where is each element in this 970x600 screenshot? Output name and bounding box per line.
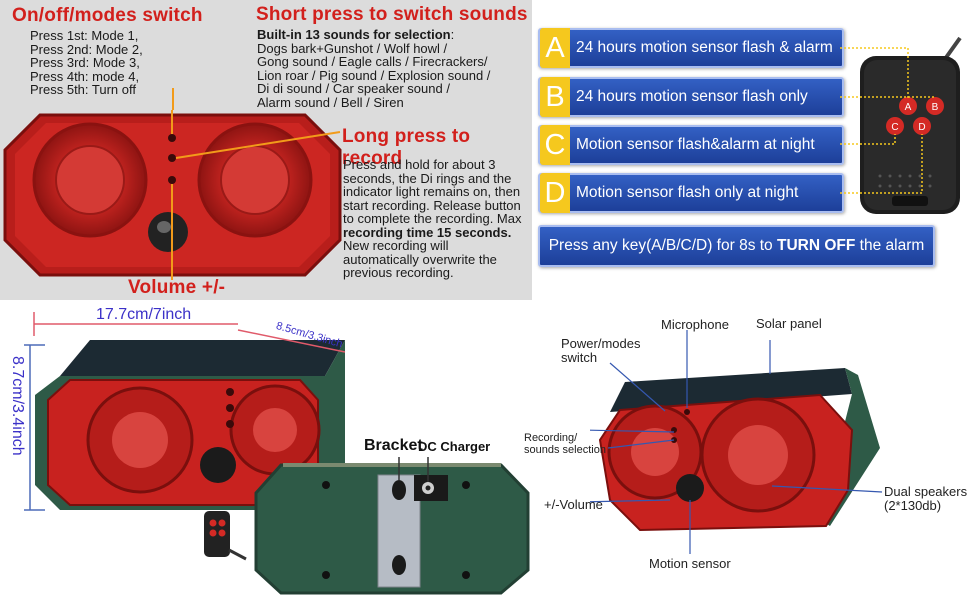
- long-press-title: Long press to record: [342, 126, 471, 169]
- mode-bar-a: A 24 hours motion sensor flash & alarm: [538, 28, 844, 68]
- power-switch-label: Power/modes switch: [561, 337, 640, 365]
- mode-text: Motion sensor flash only at night: [576, 184, 799, 201]
- remote-button-c: C: [891, 122, 898, 133]
- record-line: Press and hold for about 3: [343, 157, 496, 172]
- callout-line: Power/modes: [561, 336, 641, 351]
- overwrite-line: New recording will: [343, 238, 449, 253]
- sounds-line: Alarm sound / Bell / Siren: [257, 94, 404, 110]
- remote-button-b: B: [932, 102, 939, 113]
- record-line: start recording. Release button: [343, 197, 521, 213]
- callout-line: sounds selection: [524, 444, 606, 456]
- height-label: 8.7cm/3.4inch: [9, 356, 26, 456]
- turn-off-suffix: the alarm: [855, 237, 925, 254]
- sounds-list: Built-in 13 sounds for selection: Dogs b…: [257, 28, 490, 109]
- builtin-colon: :: [450, 27, 455, 42]
- width-label: 17.7cm/7inch: [96, 306, 192, 323]
- mode-bar-d: D Motion sensor flash only at night: [538, 173, 844, 213]
- overwrite-line: previous recording.: [343, 265, 454, 280]
- turn-off-prefix: Press any key(A/B/C/D) for 8s to: [548, 237, 777, 254]
- press-item: Press 3rd: Mode 3,: [30, 55, 140, 70]
- mode-bar-b: B 24 hours motion sensor flash only: [538, 77, 844, 117]
- solar-panel-label: Solar panel: [756, 316, 822, 331]
- bracket-label: Bracket: [364, 437, 423, 454]
- motion-sensor-label: Motion sensor: [649, 556, 731, 571]
- remote-button-d: D: [918, 122, 925, 133]
- callout-line: Recording/: [524, 432, 578, 444]
- volume-label: Volume +/-: [128, 277, 226, 298]
- callout-line: Dual speakers: [884, 484, 968, 499]
- device-back-image: [204, 457, 530, 595]
- record-line: indicator light remains on, then: [343, 184, 521, 199]
- device-dimensions-image: [24, 312, 346, 511]
- turn-off-bar: Press any key(A/B/C/D) for 8s to TURN OF…: [538, 225, 935, 267]
- remote-button-a: A: [905, 102, 912, 113]
- sounds-line: Lion roar / Pig sound / Explosion sound …: [257, 67, 491, 83]
- switch-title: On/off/modes switch: [12, 5, 203, 26]
- controls-panel: On/off/modes switch Press 1st: Mode 1, P…: [0, 0, 532, 300]
- mode-letter: A: [540, 28, 570, 68]
- remote-control-image: A B C D: [840, 36, 962, 214]
- record-line: seconds, the Di rings and the: [343, 170, 512, 186]
- mode-text: 24 hours motion sensor flash & alarm: [576, 39, 833, 56]
- sounds-line: Dogs bark+Gunshot / Wolf howl /: [257, 40, 448, 56]
- record-instructions: Press and hold for about 3 seconds, the …: [343, 158, 521, 280]
- mode-letter: D: [540, 173, 570, 213]
- short-press-title: Short press to switch sounds: [256, 4, 528, 25]
- builtin-title: Built-in 13 sounds for selection: [257, 27, 451, 42]
- switch-pointer-line: [172, 88, 174, 110]
- device-front-image: [3, 110, 342, 280]
- mode-text: 24 hours motion sensor flash only: [576, 88, 808, 105]
- press-list: Press 1st: Mode 1, Press 2nd: Mode 2, Pr…: [30, 29, 143, 97]
- callout-line: switch: [561, 350, 598, 365]
- overwrite-line: automatically overwrite the: [343, 251, 497, 267]
- record-line: recording time 15 seconds.: [343, 224, 512, 240]
- press-item: Press 4th: mode 4,: [30, 68, 140, 84]
- press-item: Press 2nd: Mode 2,: [30, 41, 143, 57]
- record-line: to complete the recording. Max: [343, 211, 522, 226]
- mode-bar-c: C Motion sensor flash&alarm at night: [538, 125, 844, 165]
- callout-line: (2*130db): [884, 498, 942, 513]
- dual-speakers-label: Dual speakers (2*130db): [884, 485, 967, 513]
- device-parts-image: [590, 330, 883, 554]
- sounds-line: Di di sound / Car speaker sound /: [257, 81, 450, 96]
- mode-letter: C: [540, 125, 570, 165]
- turn-off-bold: TURN OFF: [776, 237, 856, 254]
- press-item: Press 1st: Mode 1,: [30, 28, 139, 43]
- volume-callout-label: +/-Volume: [544, 497, 603, 512]
- mode-letter: B: [540, 77, 570, 117]
- press-item: Press 5th: Turn off: [30, 82, 136, 97]
- sounds-line: Gong sound / Eagle calls / Firecrackers/: [257, 54, 488, 69]
- dc-charger-label: DC Charger: [418, 439, 491, 454]
- mode-text: Motion sensor flash&alarm at night: [576, 136, 815, 153]
- microphone-label: Microphone: [661, 317, 729, 332]
- recording-label: Recording/ sounds selection: [524, 432, 606, 456]
